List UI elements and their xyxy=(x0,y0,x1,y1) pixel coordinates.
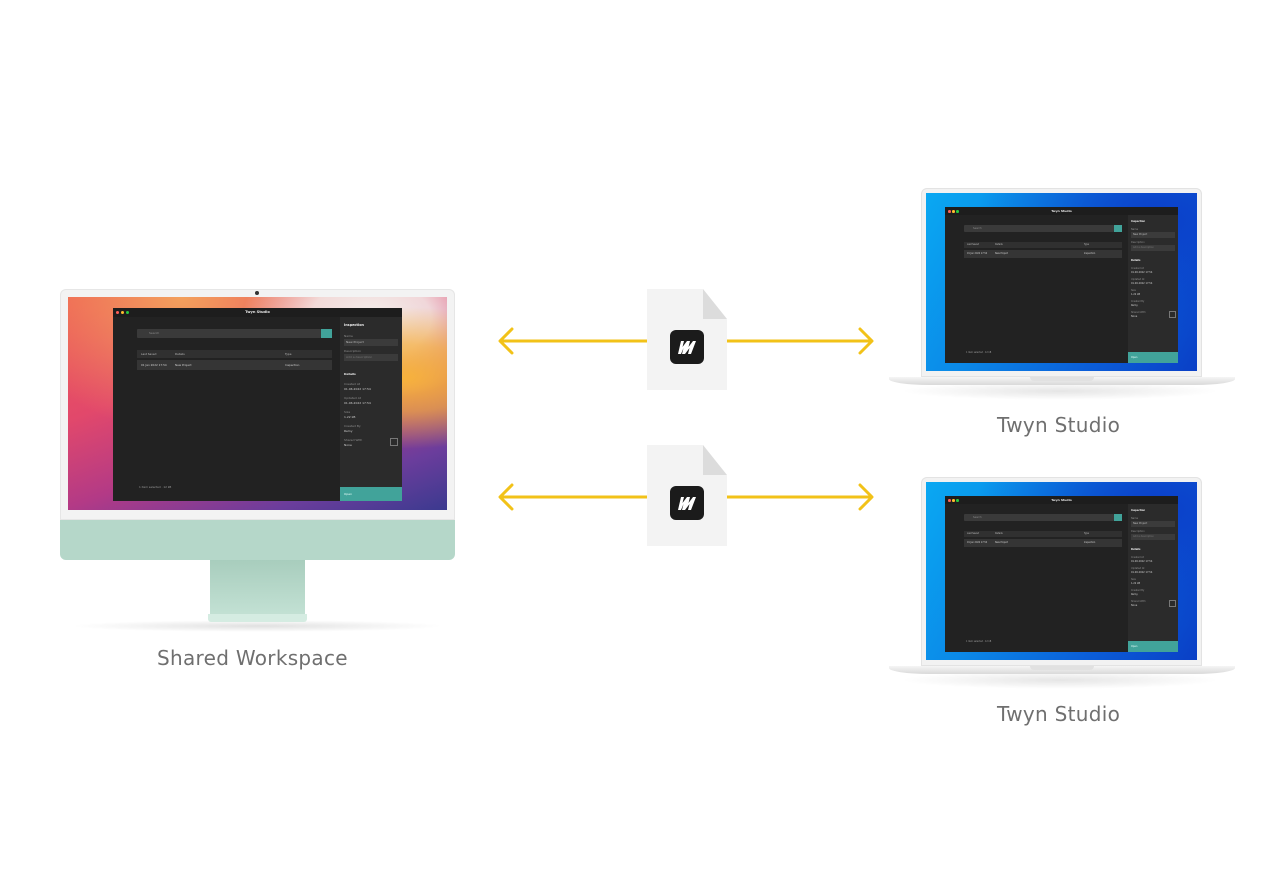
search-input[interactable]: Search xyxy=(964,225,1114,232)
status-bar: 1 item selected · 12 kB xyxy=(139,485,172,489)
description-field[interactable]: Add a description xyxy=(344,354,398,361)
open-button[interactable]: Open xyxy=(1128,641,1178,652)
main-area: Search Last Saved Details Type 01 Jan 20… xyxy=(113,317,340,501)
imac-shadow xyxy=(70,620,445,632)
laptop-base xyxy=(889,377,1235,385)
column-type[interactable]: Type xyxy=(285,352,292,356)
laptop-screen: Twyn Studio Search Last Saved Details Ty… xyxy=(926,193,1197,371)
sync-arrow-left-bottom xyxy=(498,483,648,511)
minimize-dot-icon[interactable] xyxy=(952,210,955,213)
maximize-dot-icon[interactable] xyxy=(956,210,959,213)
minimize-dot-icon[interactable] xyxy=(952,499,955,502)
window-titlebar: Twyn Studio xyxy=(945,496,1178,504)
laptop-notch xyxy=(1030,377,1094,381)
column-details[interactable]: Details xyxy=(175,352,185,356)
details-heading: Details xyxy=(344,372,356,376)
sync-arrow-left-top xyxy=(498,327,648,355)
table-row[interactable]: 01 Jan 2022 17:54 New Project Inspection xyxy=(964,539,1122,547)
app-window: Twyn Studio Search Last Saved Details Ty… xyxy=(945,496,1178,652)
description-field[interactable]: Add a description xyxy=(1131,245,1175,251)
share-icon[interactable] xyxy=(1169,600,1176,607)
name-field[interactable]: New Project xyxy=(1131,232,1175,238)
search-input[interactable]: Search xyxy=(137,329,321,338)
laptop-shadow xyxy=(900,382,1220,400)
close-dot-icon[interactable] xyxy=(948,499,951,502)
name-field[interactable]: New Project xyxy=(344,339,398,346)
file-fold-icon xyxy=(703,289,727,319)
description-field[interactable]: Add a description xyxy=(1131,534,1175,540)
twyn-logo-icon xyxy=(670,486,704,520)
twyn-logo-icon xyxy=(670,330,704,364)
laptop-base xyxy=(889,666,1235,674)
window-title: Twyn Studio xyxy=(1051,498,1072,502)
maximize-dot-icon[interactable] xyxy=(956,499,959,502)
window-titlebar: Twyn Studio xyxy=(113,308,402,317)
inspector-panel: Inspection Name New Project Description … xyxy=(1128,215,1178,363)
maximize-dot-icon[interactable] xyxy=(126,311,129,314)
table-header: Last Saved Details Type xyxy=(964,531,1122,537)
window-title: Twyn Studio xyxy=(245,310,270,314)
table-header: Last Saved Details Type xyxy=(964,242,1122,248)
column-last-saved[interactable]: Last Saved xyxy=(141,352,157,356)
app-window: Twyn Studio Search Last Saved Details Ty… xyxy=(113,308,402,501)
panel-heading: Inspection xyxy=(344,323,364,327)
window-titlebar: Twyn Studio xyxy=(945,207,1178,215)
name-field[interactable]: New Project xyxy=(1131,521,1175,527)
close-dot-icon[interactable] xyxy=(116,311,119,314)
close-dot-icon[interactable] xyxy=(948,210,951,213)
search-input[interactable]: Search xyxy=(964,514,1114,521)
app-window: Twyn Studio Search Last Saved Details Ty… xyxy=(945,207,1178,363)
share-icon[interactable] xyxy=(1169,311,1176,318)
status-bar: 1 item selected · 12 kB xyxy=(966,640,992,643)
imac-foot xyxy=(208,614,307,622)
open-button[interactable]: Open xyxy=(340,487,402,501)
table-row[interactable]: 01 Jan 2022 17:54 New Project Inspection xyxy=(964,250,1122,258)
add-button[interactable] xyxy=(1114,225,1122,232)
caption-twyn-studio-bottom: Twyn Studio xyxy=(997,702,1121,726)
table-row[interactable]: 01 Jan 2022 17:54 New Project Inspection xyxy=(137,360,332,370)
add-button[interactable] xyxy=(1114,514,1122,521)
file-fold-icon xyxy=(703,445,727,475)
open-button[interactable]: Open xyxy=(1128,352,1178,363)
status-bar: 1 item selected · 12 kB xyxy=(966,351,992,354)
laptop-shadow xyxy=(900,671,1220,689)
imac-screen: Twyn Studio Search Last Saved Details Ty… xyxy=(68,297,447,510)
laptop-screen: Twyn Studio Search Last Saved Details Ty… xyxy=(926,482,1197,660)
table-header: Last Saved Details Type xyxy=(137,350,332,358)
main-area: Search Last Saved Details Type 01 Jan 20… xyxy=(945,215,1128,363)
caption-shared-workspace: Shared Workspace xyxy=(157,646,348,670)
sync-arrow-right-bottom xyxy=(726,483,874,511)
inspector-panel: Inspection Name New Project Description … xyxy=(1128,504,1178,652)
main-area: Search Last Saved Details Type 01 Jan 20… xyxy=(945,504,1128,652)
imac-stand xyxy=(210,560,305,618)
share-icon[interactable] xyxy=(390,438,398,446)
camera-icon xyxy=(255,291,259,295)
sync-arrow-right-top xyxy=(726,327,874,355)
inspector-panel: Inspection Name New Project Description … xyxy=(340,317,402,501)
laptop-notch xyxy=(1030,666,1094,670)
caption-twyn-studio-top: Twyn Studio xyxy=(997,413,1121,437)
minimize-dot-icon[interactable] xyxy=(121,311,124,314)
imac-chin xyxy=(60,520,455,560)
window-title: Twyn Studio xyxy=(1051,209,1072,213)
add-button[interactable] xyxy=(321,329,332,338)
